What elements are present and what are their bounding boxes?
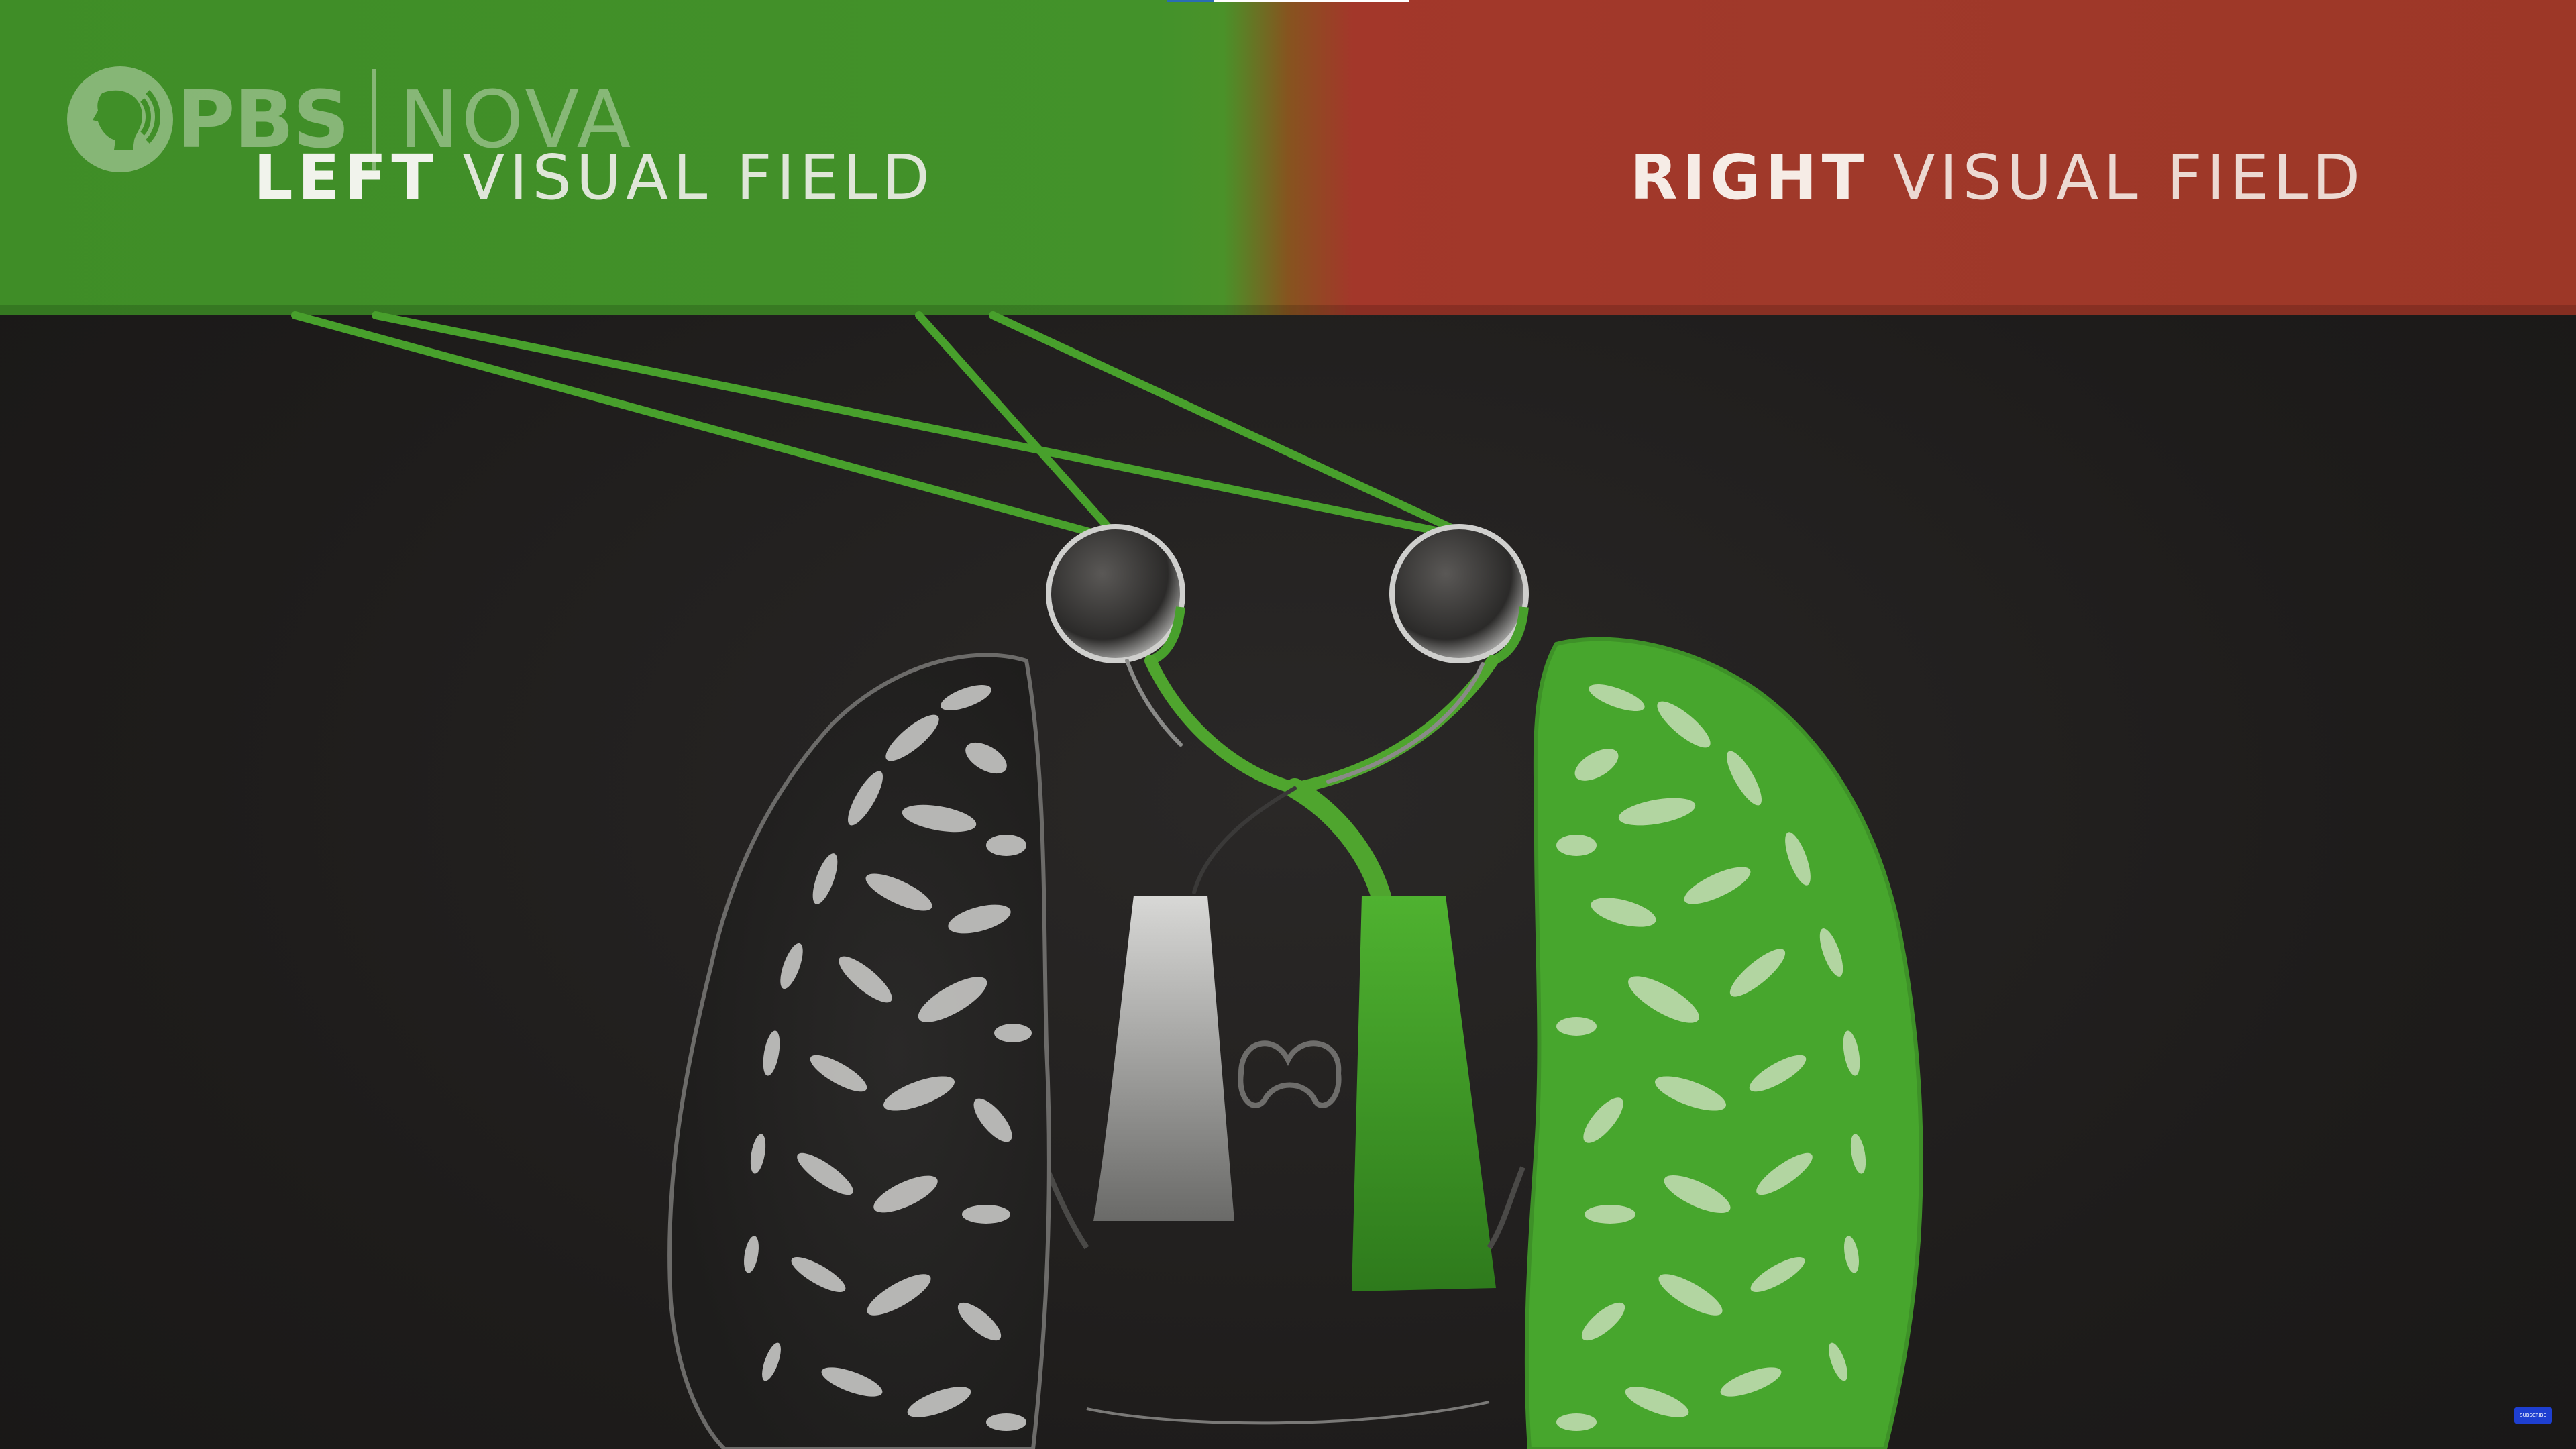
light-ray xyxy=(372,311,1453,537)
left-label-bold: LEFT xyxy=(254,142,439,213)
left-label-rest: VISUAL FIELD xyxy=(438,142,934,213)
video-progress-bar xyxy=(1167,0,1409,2)
right-eye xyxy=(1389,524,1529,665)
right-label-rest: VISUAL FIELD xyxy=(1868,142,2365,213)
light-ray xyxy=(291,311,1111,541)
light-ray xyxy=(989,311,1460,534)
light-rays xyxy=(291,311,1460,541)
left-visual-field-label: LEFT VISUAL FIELD xyxy=(254,138,934,218)
band-shadow xyxy=(0,305,2576,315)
left-optic-tract xyxy=(1093,896,1234,1221)
light-ray xyxy=(915,311,1118,537)
left-hemisphere xyxy=(667,653,1051,1449)
right-optic-tract xyxy=(1352,896,1496,1291)
video-progress-fill xyxy=(1167,0,1214,2)
logo-divider xyxy=(372,69,377,170)
optic-nerves xyxy=(1125,655,1499,909)
left-hemisphere-folds xyxy=(744,685,1032,1431)
pbs-head-icon xyxy=(67,66,173,172)
left-eye xyxy=(1046,524,1185,665)
subscribe-button[interactable]: SUBSCRIBE xyxy=(2514,1407,2552,1424)
right-visual-field-label: RIGHT VISUAL FIELD xyxy=(1630,138,2365,218)
pbs-nova-logo: PBS NOVA xyxy=(67,66,633,173)
right-label-bold: RIGHT xyxy=(1630,142,1869,213)
logo-brand-text: PBS xyxy=(177,73,350,166)
right-hemisphere-folds xyxy=(1556,684,1866,1431)
visual-field-band xyxy=(0,0,2576,315)
right-hemisphere xyxy=(1524,637,1923,1449)
logo-show-text: NOVA xyxy=(399,73,634,166)
